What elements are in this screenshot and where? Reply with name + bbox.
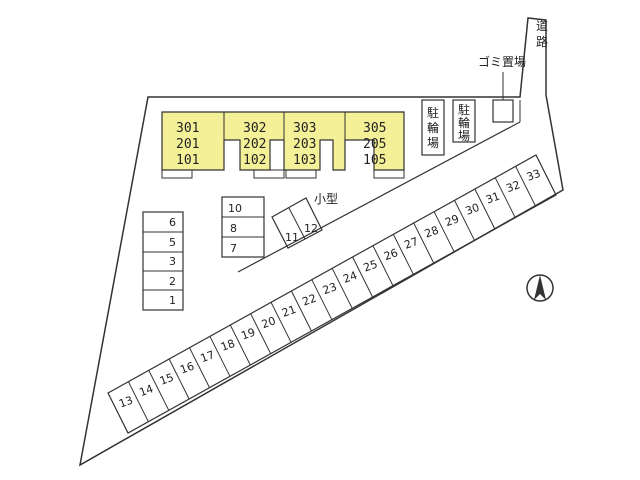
space-5: 5 <box>169 236 176 249</box>
space-divider <box>433 211 455 252</box>
road-label-1: 道 <box>536 19 548 33</box>
space-divider <box>474 188 496 230</box>
space-12: 12 <box>304 222 318 235</box>
space-divider <box>229 324 251 366</box>
space-13: 13 <box>117 394 135 411</box>
space-21: 21 <box>280 303 298 320</box>
space-divider <box>168 358 190 400</box>
space-divider <box>372 245 394 286</box>
space-20: 20 <box>260 314 278 331</box>
space-divider <box>250 313 272 354</box>
site-boundary <box>78 17 564 467</box>
building-shape <box>161 111 405 171</box>
bicycle-label-1c: 場 <box>427 136 439 150</box>
space-3: 3 <box>169 255 176 268</box>
unit-202: 202 <box>243 137 266 152</box>
space-16: 16 <box>178 360 196 377</box>
space-divider <box>392 234 414 275</box>
road-label-2: 路 <box>536 34 548 49</box>
unit-303: 303 <box>293 121 316 136</box>
space-divider <box>413 222 435 264</box>
unit-103: 103 <box>293 153 316 168</box>
space-10: 10 <box>228 202 242 215</box>
bicycle-label-1a: 駐 <box>427 105 439 120</box>
space-18: 18 <box>219 337 237 354</box>
space-1: 1 <box>169 294 176 307</box>
bicycle-parking-1 <box>421 99 445 156</box>
space-divider <box>331 268 353 309</box>
unit-102: 102 <box>243 153 266 168</box>
space-divider <box>311 279 333 320</box>
garbage-area <box>492 99 514 123</box>
unit-203: 203 <box>293 137 316 152</box>
space-28: 28 <box>423 224 441 241</box>
space-divider <box>515 166 537 207</box>
space-divider <box>270 302 292 343</box>
space-31: 31 <box>484 190 502 207</box>
unit-302: 302 <box>243 121 266 136</box>
space-8: 8 <box>230 222 237 235</box>
diagonal-parking-row: 1314151617181920212223242526272829303132… <box>107 154 557 434</box>
unit-201: 201 <box>176 137 199 152</box>
north-arrow-icon <box>526 274 554 302</box>
space-7: 7 <box>230 242 237 255</box>
unit-101: 101 <box>176 153 199 168</box>
unit-301: 301 <box>176 121 199 136</box>
bicycle-label-2a: 駐 <box>458 102 470 117</box>
space-divider <box>454 200 475 241</box>
bicycle-label-1b: 輪 <box>427 120 439 135</box>
space-32: 32 <box>504 178 522 195</box>
inner-lane <box>237 121 521 273</box>
space-24: 24 <box>341 269 359 286</box>
space-divider <box>494 177 516 218</box>
space-26: 26 <box>382 246 400 263</box>
space-2: 2 <box>169 275 176 288</box>
space-15: 15 <box>158 371 176 388</box>
bicycle-label-2b: 輪 <box>458 115 470 130</box>
space-divider <box>189 347 210 388</box>
space-11: 11 <box>285 231 299 244</box>
small-car-spaces <box>271 197 323 249</box>
unit-305: 305 <box>363 121 386 136</box>
space-17: 17 <box>199 348 217 365</box>
space-14: 14 <box>138 382 156 399</box>
building-block <box>161 111 405 179</box>
bicycle-parking-2 <box>452 99 476 143</box>
left-parking-column <box>142 211 184 311</box>
space-divider <box>148 370 170 411</box>
small-car-label: 小型 <box>314 192 338 206</box>
space-divider <box>290 290 312 332</box>
space-divider <box>209 336 231 377</box>
garbage-area-label: ゴミ置場 <box>478 54 526 69</box>
space-27: 27 <box>403 235 421 252</box>
space-30: 30 <box>464 201 482 218</box>
unit-105: 105 <box>363 153 386 168</box>
space-22: 22 <box>301 292 319 309</box>
bicycle-label-2c: 場 <box>458 129 470 143</box>
space-33: 33 <box>525 167 543 184</box>
space-divider <box>352 256 374 298</box>
space-divider <box>127 381 149 422</box>
space-29: 29 <box>443 212 461 229</box>
space-6: 6 <box>169 216 176 229</box>
middle-parking-column <box>221 196 265 258</box>
space-25: 25 <box>362 258 380 275</box>
space-23: 23 <box>321 280 339 297</box>
unit-205: 205 <box>363 137 386 152</box>
space-19: 19 <box>239 326 257 343</box>
